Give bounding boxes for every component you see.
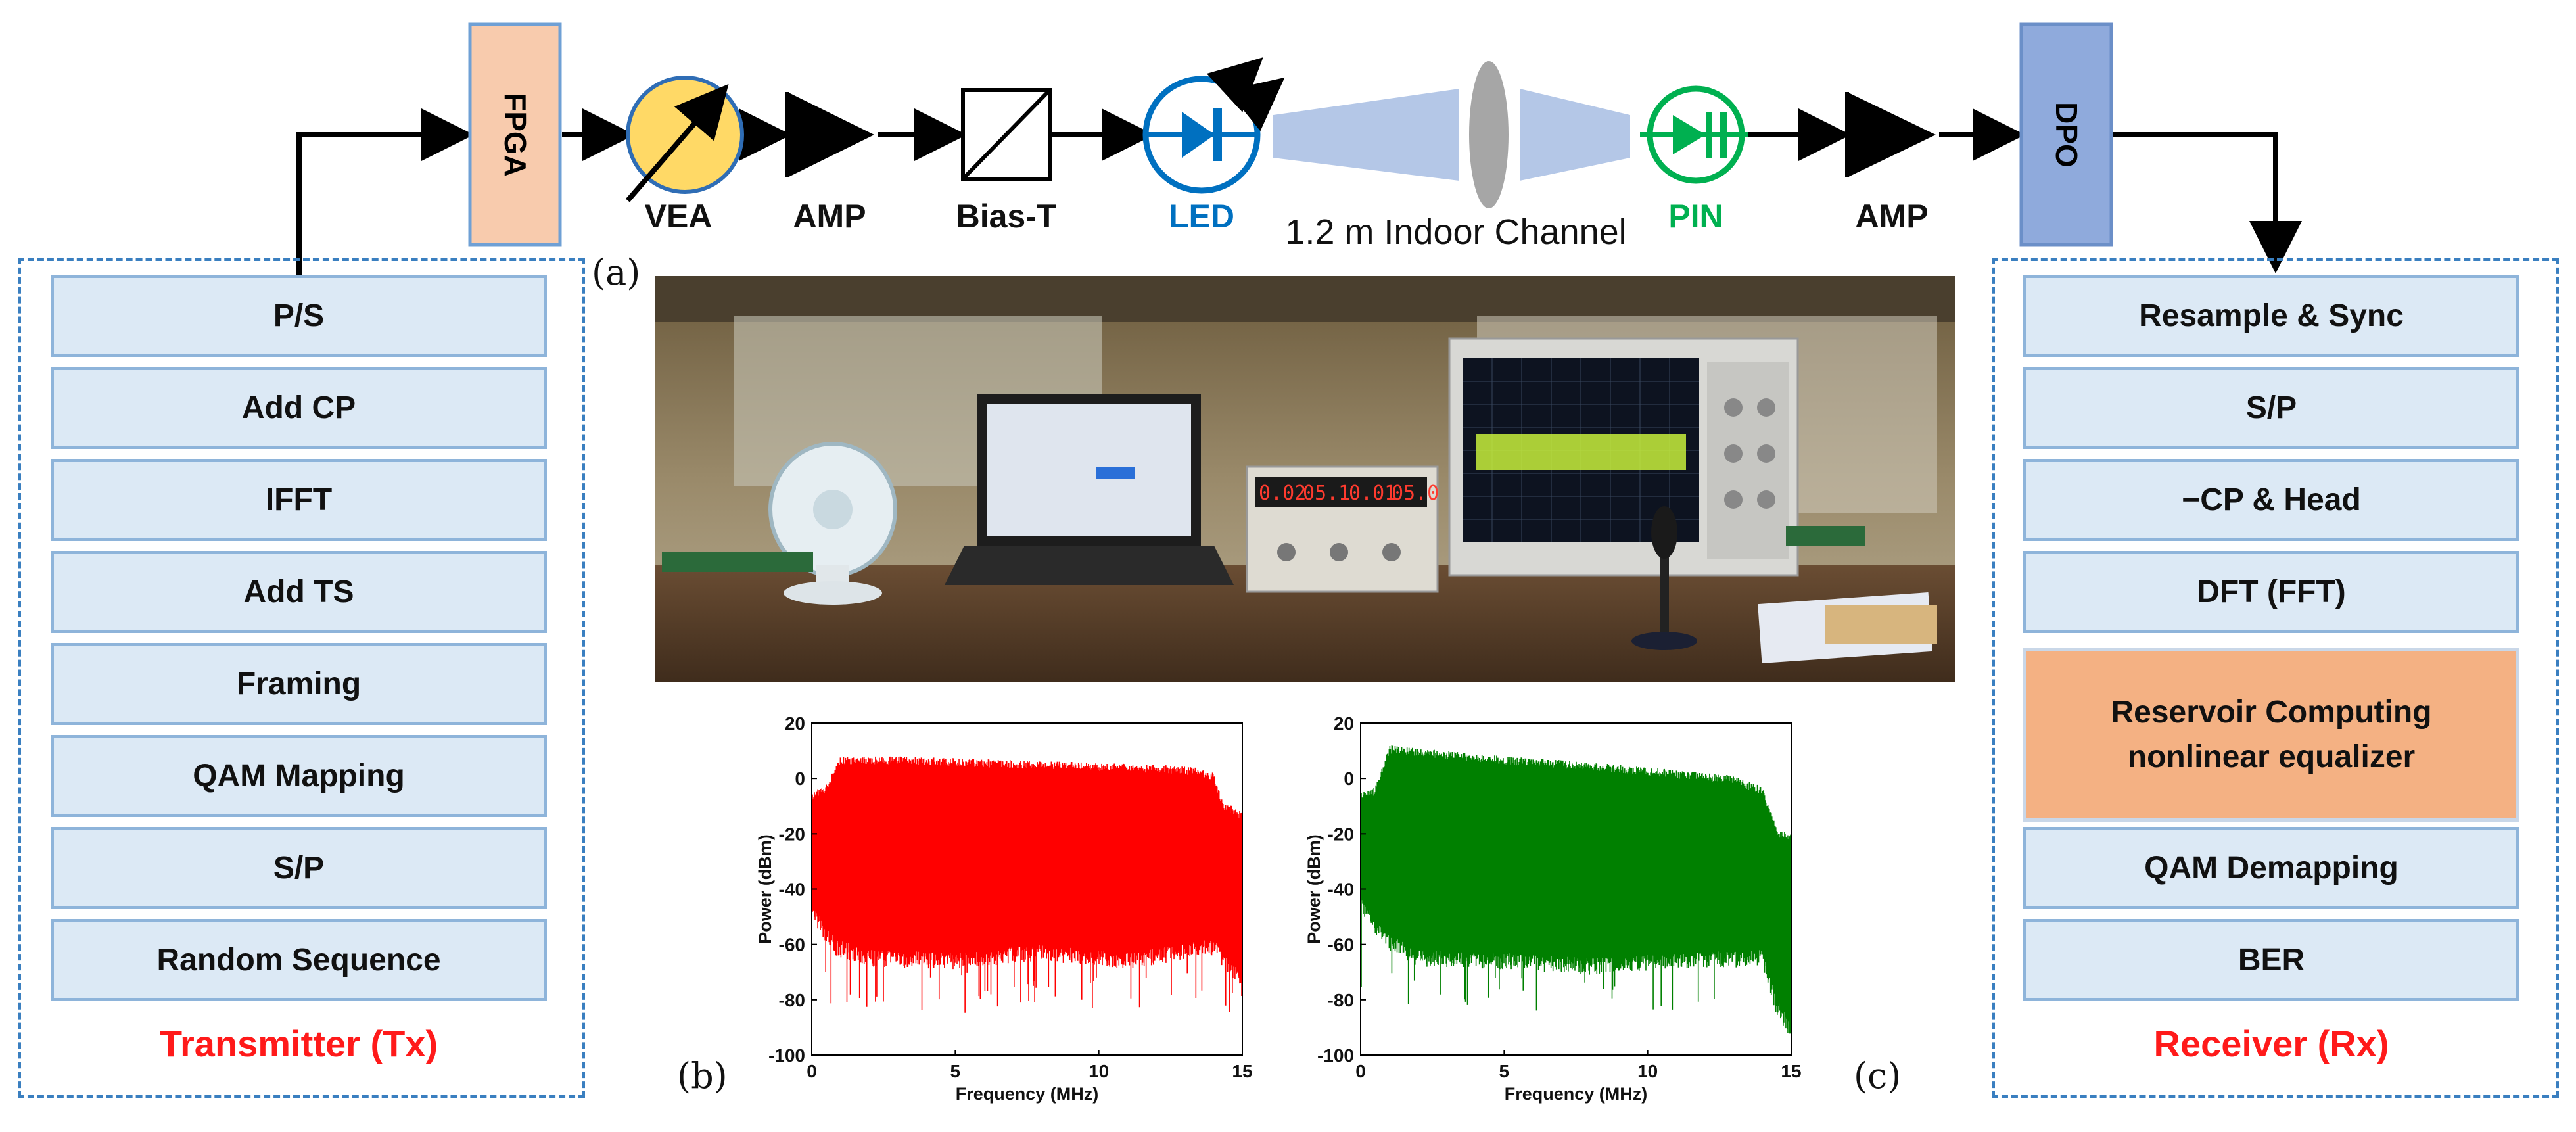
scope-trace bbox=[1476, 434, 1686, 470]
rx-block-qam-demapping: QAM Demapping bbox=[2023, 827, 2519, 909]
fan bbox=[768, 442, 897, 605]
vea-adjust-arrow bbox=[625, 83, 729, 202]
rx-block-dft: DFT (FFT) bbox=[2023, 551, 2519, 633]
transmitter-frame bbox=[18, 258, 585, 1098]
y-tick-label: -100 bbox=[768, 1045, 805, 1066]
y-tick-label: -40 bbox=[1328, 880, 1354, 900]
x-tick-label: 0 bbox=[807, 1061, 817, 1081]
tx-to-fpga-arrow bbox=[296, 108, 474, 276]
y-tick-label: -80 bbox=[1328, 990, 1354, 1010]
rx-block-sp: S/P bbox=[2023, 367, 2519, 449]
tx-block-framing: Framing bbox=[51, 643, 547, 725]
rx-block-ber: BER bbox=[2023, 919, 2519, 1001]
tx-block-add-ts: Add TS bbox=[51, 551, 547, 633]
lens-icon bbox=[1469, 61, 1509, 208]
transmitter-title: Transmitter (Tx) bbox=[159, 1023, 438, 1064]
pin-photodiode-icon bbox=[1640, 85, 1748, 184]
tx-block-sp: S/P bbox=[51, 827, 547, 909]
y-tick-label: 20 bbox=[1334, 717, 1354, 734]
vea-label: VEA bbox=[644, 198, 713, 235]
dpo-label-box: DPO bbox=[2021, 24, 2111, 245]
panel-label-c: (c) bbox=[1854, 1055, 1902, 1097]
led-label: LED bbox=[1169, 198, 1234, 235]
psu-readout-2: 05.1 bbox=[1303, 482, 1350, 505]
tx-block-random-sequence: Random Sequence bbox=[51, 919, 547, 1001]
fpga-label: FPGA bbox=[498, 92, 532, 177]
dc-power-supply: 0.02 05.1 0.01 05.0 bbox=[1246, 465, 1439, 593]
tx-block-ps: P/S bbox=[51, 275, 547, 357]
x-tick-label: 5 bbox=[1499, 1061, 1510, 1081]
laptop bbox=[945, 394, 1234, 585]
free-space-channel bbox=[1273, 61, 1630, 208]
panel-label-a: (a) bbox=[592, 252, 641, 293]
y-axis-label: Power (dBm) bbox=[755, 834, 775, 944]
panel-label-b: (b) bbox=[677, 1055, 728, 1097]
transmitter-pcb bbox=[662, 552, 813, 572]
receiver-pcb bbox=[1786, 526, 1865, 546]
x-tick-label: 15 bbox=[1232, 1061, 1252, 1081]
rx-block-remove-cp-head: −CP & Head bbox=[2023, 459, 2519, 541]
y-axis-label: Power (dBm) bbox=[1304, 834, 1324, 944]
y-tick-label: -60 bbox=[1328, 935, 1354, 955]
x-tick-label: 15 bbox=[1781, 1061, 1801, 1081]
x-tick-label: 5 bbox=[950, 1061, 961, 1081]
y-tick-label: -80 bbox=[779, 990, 805, 1010]
x-tick-label: 10 bbox=[1637, 1061, 1658, 1081]
spectrum-body bbox=[812, 767, 1242, 933]
rx-block-reservoir-computing: Reservoir Computing nonlinear equalizer bbox=[2023, 648, 2519, 822]
amplifier-1-icon bbox=[785, 92, 874, 177]
fpga-label-box: FPGA bbox=[470, 24, 560, 245]
rx-block-resample-sync: Resample & Sync bbox=[2023, 275, 2519, 357]
y-tick-label: -20 bbox=[1328, 824, 1354, 844]
amp2-label: AMP bbox=[1855, 198, 1929, 235]
amp1-label: AMP bbox=[793, 198, 866, 235]
oscilloscope bbox=[1448, 337, 1799, 577]
dpo-to-rx-arrow bbox=[2113, 132, 2302, 273]
psu-readout-4: 05.0 bbox=[1392, 482, 1439, 505]
y-tick-label: -60 bbox=[779, 935, 805, 955]
photodetector-stand bbox=[1631, 506, 1697, 650]
bias-tee-icon bbox=[961, 88, 1052, 181]
x-tick-label: 10 bbox=[1089, 1061, 1109, 1081]
tx-block-ifft: IFFT bbox=[51, 459, 547, 541]
x-axis-label: Frequency (MHz) bbox=[956, 1084, 1099, 1104]
receiver-title: Receiver (Rx) bbox=[2153, 1023, 2389, 1064]
fpga-box bbox=[468, 22, 562, 247]
y-tick-label: 0 bbox=[795, 768, 805, 789]
y-tick-label: 0 bbox=[1344, 768, 1354, 789]
y-tick-label: -40 bbox=[779, 880, 805, 900]
tx-block-qam-mapping: QAM Mapping bbox=[51, 735, 547, 817]
amplifier-2-icon bbox=[1845, 92, 1936, 177]
psu-readout-1: 0.02 bbox=[1259, 482, 1306, 505]
y-tick-label: -100 bbox=[1317, 1045, 1354, 1066]
y-tick-label: -20 bbox=[779, 824, 805, 844]
led-icon bbox=[1142, 57, 1285, 194]
psu-readout-3: 0.01 bbox=[1349, 482, 1396, 505]
y-tick-label: 20 bbox=[785, 717, 805, 734]
experimental-setup-photo: 0.02 05.1 0.01 05.0 bbox=[655, 276, 1955, 682]
bias-t-label: Bias-T bbox=[956, 198, 1057, 235]
x-tick-label: 0 bbox=[1355, 1061, 1366, 1081]
spectrum-body bbox=[1361, 756, 1791, 983]
dpo-box bbox=[2019, 22, 2113, 247]
pin-label: PIN bbox=[1668, 198, 1723, 235]
receiver-frame bbox=[1992, 258, 2559, 1098]
dpo-label: DPO bbox=[2049, 101, 2084, 168]
tx-block-add-cp: Add CP bbox=[51, 367, 547, 449]
x-axis-label: Frequency (MHz) bbox=[1505, 1084, 1648, 1104]
channel-label: 1.2 m Indoor Channel bbox=[1285, 212, 1627, 252]
